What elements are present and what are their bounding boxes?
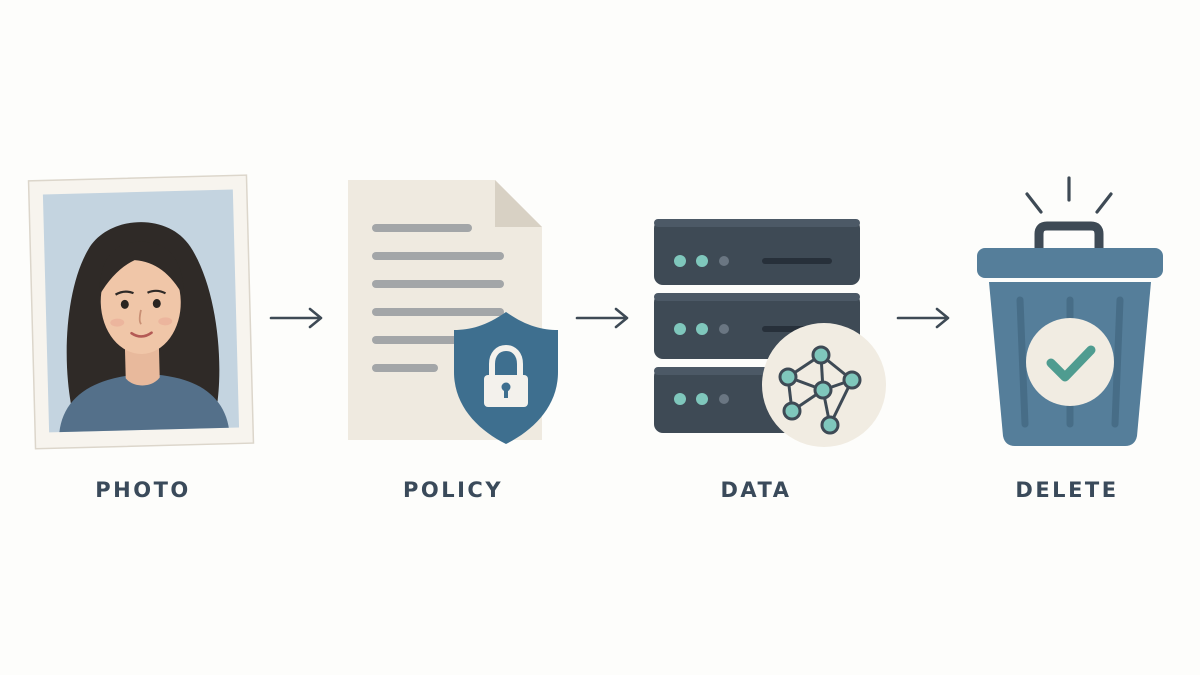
policy-document-lock-icon	[348, 180, 558, 444]
portrait-photo-icon	[27, 174, 255, 450]
arrow-right-icon	[575, 307, 629, 329]
trash-can-check-icon	[977, 176, 1163, 446]
server-stack-network-icon	[654, 219, 886, 447]
arrow-right-icon	[269, 307, 323, 329]
step-label-delete: DELETE	[1015, 478, 1119, 502]
step-label-data: DATA	[720, 478, 792, 502]
step-label-photo: PHOTO	[95, 478, 191, 502]
step-label-policy: POLICY	[402, 478, 504, 502]
arrow-right-icon	[896, 307, 950, 329]
